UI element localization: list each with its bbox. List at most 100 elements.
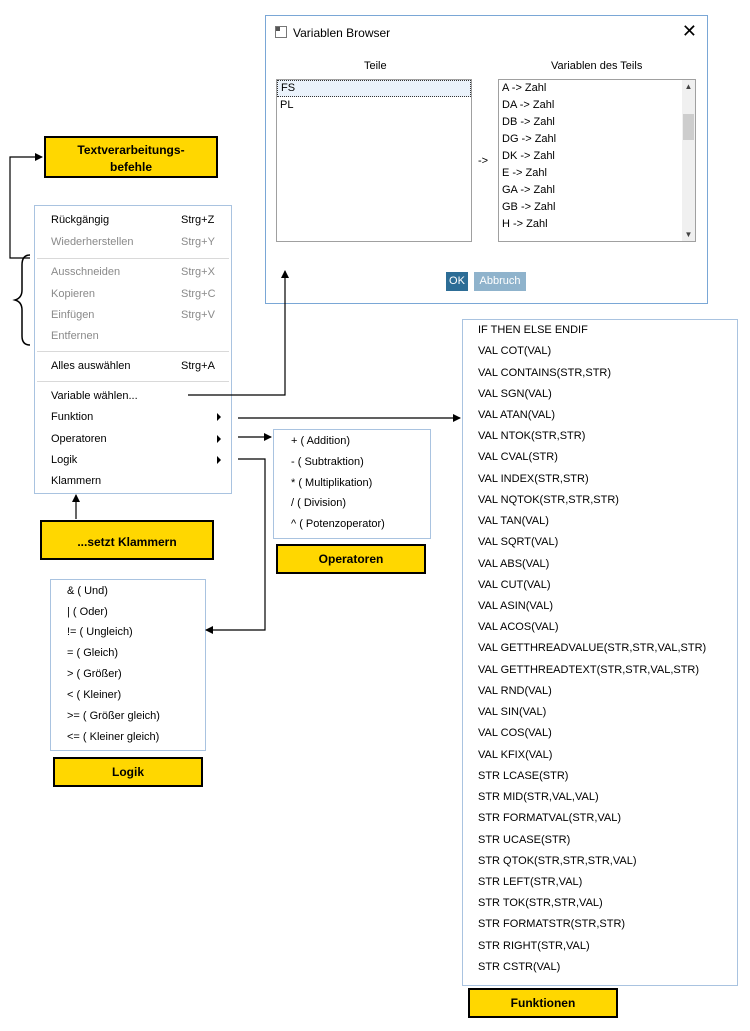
funktion-item[interactable]: STR TOK(STR,STR,VAL): [478, 897, 603, 910]
operator-item[interactable]: - ( Subtraktion): [291, 456, 364, 468]
funktion-item[interactable]: STR RIGHT(STR,VAL): [478, 939, 590, 952]
variable-item[interactable]: A -> Zahl: [502, 82, 547, 94]
funktion-item[interactable]: VAL SIN(VAL): [478, 706, 547, 719]
funktion-item[interactable]: VAL COS(VAL): [478, 727, 552, 740]
menu-item-logik[interactable]: Logik: [51, 450, 221, 470]
variablen-list[interactable]: A -> Zahl DA -> Zahl DB -> Zahl DG -> Za…: [498, 79, 696, 242]
scroll-up-icon[interactable]: ▲: [684, 82, 693, 91]
variablen-header: Variablen des Teils: [551, 60, 643, 72]
menu-item-label: Ausschneiden: [51, 266, 121, 278]
bracket-arrow: [9, 153, 43, 259]
callout-klammern: ...setzt Klammern: [40, 520, 214, 560]
variable-item[interactable]: DK -> Zahl: [502, 150, 555, 162]
logik-item[interactable]: >= ( Größer gleich): [67, 710, 160, 722]
submenu-arrow-icon: [217, 435, 221, 443]
funktion-item[interactable]: STR FORMATVAL(STR,VAL): [478, 812, 622, 825]
variable-item[interactable]: DG -> Zahl: [502, 133, 557, 145]
funktion-item[interactable]: VAL SGN(VAL): [478, 387, 552, 400]
funktion-item[interactable]: VAL SQRT(VAL): [478, 536, 559, 549]
menu-item-klammern[interactable]: Klammern: [51, 471, 221, 491]
operator-item[interactable]: ^ ( Potenzoperator): [291, 518, 385, 530]
funktion-item[interactable]: VAL GETTHREADTEXT(STR,STR,VAL,STR): [478, 663, 700, 676]
menu-item-select-all[interactable]: Alles auswählen Strg+A: [51, 356, 221, 376]
menu-item-operatoren[interactable]: Operatoren: [51, 429, 221, 449]
logik-item[interactable]: <= ( Kleiner gleich): [67, 731, 160, 743]
menu-item-shortcut: Strg+V: [181, 309, 215, 321]
ok-button[interactable]: OK: [446, 272, 468, 291]
menu-item-undo[interactable]: Rückgängig Strg+Z: [51, 210, 221, 230]
variable-item[interactable]: DB -> Zahl: [502, 116, 555, 128]
funktion-item[interactable]: STR QTOK(STR,STR,STR,VAL): [478, 854, 637, 867]
context-menu: Rückgängig Strg+Z Wiederherstellen Strg+…: [34, 205, 232, 494]
menu-item-label: Operatoren: [51, 433, 107, 445]
logik-item[interactable]: = ( Gleich): [67, 647, 119, 659]
menu-item-copy[interactable]: Kopieren Strg+C: [51, 284, 221, 304]
menu-item-shortcut: Strg+X: [181, 266, 215, 278]
funktion-item[interactable]: VAL ACOS(VAL): [478, 621, 559, 634]
close-icon[interactable]: ✕: [681, 21, 697, 41]
menu-item-label: Logik: [51, 454, 78, 466]
funktion-item[interactable]: VAL KFIX(VAL): [478, 748, 553, 761]
funktion-item[interactable]: VAL COT(VAL): [478, 345, 552, 358]
operatoren-submenu: + ( Addition) - ( Subtraktion) * ( Multi…: [273, 429, 431, 539]
menu-item-label: Einfügen: [51, 309, 95, 321]
menu-item-label: Wiederherstellen: [51, 236, 134, 248]
variable-item[interactable]: H -> Zahl: [502, 218, 548, 230]
funktion-item[interactable]: VAL ATAN(VAL): [478, 408, 556, 421]
logik-item[interactable]: & ( Und): [67, 585, 108, 597]
logik-arrow: [205, 458, 266, 634]
variable-item[interactable]: GA -> Zahl: [502, 184, 555, 196]
variable-item[interactable]: DA -> Zahl: [502, 99, 555, 111]
operator-item[interactable]: + ( Addition): [291, 435, 351, 447]
menu-item-label: Variable wählen...: [51, 390, 138, 402]
funktion-item[interactable]: VAL RND(VAL): [478, 684, 552, 697]
funktion-item[interactable]: VAL CUT(VAL): [478, 578, 551, 591]
teile-item-fs[interactable]: FS: [277, 80, 471, 97]
menu-item-label: Entfernen: [51, 330, 99, 342]
funktion-item[interactable]: STR LCASE(STR): [478, 769, 569, 782]
callout-text: befehle: [109, 160, 152, 174]
teile-item-pl[interactable]: PL: [280, 99, 294, 111]
variable-item[interactable]: E -> Zahl: [502, 167, 547, 179]
funktion-item[interactable]: VAL CONTAINS(STR,STR): [478, 366, 612, 379]
variablen-scrollbar[interactable]: ▲ ▼: [682, 80, 695, 241]
menu-item-label: Rückgängig: [51, 214, 110, 226]
funktion-item[interactable]: STR MID(STR,VAL,VAL): [478, 791, 599, 804]
funktion-item[interactable]: STR CSTR(VAL): [478, 960, 561, 973]
funktion-item[interactable]: VAL ASIN(VAL): [478, 600, 553, 612]
menu-item-variable[interactable]: Variable wählen...: [51, 386, 221, 406]
funktion-item[interactable]: STR UCASE(STR): [478, 833, 571, 846]
callout-funktionen: Funktionen: [468, 988, 618, 1018]
menu-item-shortcut: Strg+Y: [181, 236, 215, 248]
operator-item[interactable]: * ( Multiplikation): [291, 477, 373, 489]
menu-item-funktion[interactable]: Funktion: [51, 407, 221, 427]
funktion-item[interactable]: VAL CVAL(STR): [478, 451, 558, 464]
scroll-thumb[interactable]: [683, 114, 694, 140]
logik-item[interactable]: > ( Größer): [67, 668, 122, 680]
logik-item[interactable]: | ( Oder): [67, 606, 108, 618]
logik-item[interactable]: != ( Ungleich): [67, 626, 133, 638]
funktion-item[interactable]: STR FORMATSTR(STR,STR): [478, 918, 626, 931]
funktionen-submenu: IF THEN ELSE ENDIF VAL COT(VAL) VAL CONTAI…: [462, 319, 738, 986]
funktion-item[interactable]: VAL NQTOK(STR,STR,STR): [478, 493, 619, 506]
variable-item[interactable]: GB -> Zahl: [502, 201, 556, 213]
operator-item[interactable]: / ( Division): [291, 497, 347, 509]
menu-item-shortcut: Strg+A: [181, 360, 215, 372]
funktion-item[interactable]: VAL GETTHREADVALUE(STR,STR,VAL,STR): [478, 642, 707, 655]
menu-item-label: Klammern: [51, 475, 102, 487]
abbruch-button[interactable]: Abbruch: [474, 272, 526, 291]
scroll-down-icon[interactable]: ▼: [684, 230, 693, 239]
teile-list[interactable]: FS PL: [276, 79, 472, 242]
menu-item-delete[interactable]: Entfernen: [51, 326, 221, 346]
funktion-item[interactable]: VAL ABS(VAL): [478, 557, 550, 570]
funktion-item[interactable]: IF THEN ELSE ENDIF: [478, 324, 588, 336]
funktion-item[interactable]: STR LEFT(STR,VAL): [478, 876, 583, 888]
funktion-item[interactable]: VAL NTOK(STR,STR): [478, 430, 586, 443]
menu-item-cut[interactable]: Ausschneiden Strg+X: [51, 262, 221, 282]
logik-item[interactable]: < ( Kleiner): [67, 689, 122, 701]
funktion-item[interactable]: VAL TAN(VAL): [478, 515, 549, 528]
menu-item-redo[interactable]: Wiederherstellen Strg+Y: [51, 232, 221, 252]
funktion-item[interactable]: VAL INDEX(STR,STR): [478, 472, 589, 485]
menu-item-paste[interactable]: Einfügen Strg+V: [51, 305, 221, 325]
